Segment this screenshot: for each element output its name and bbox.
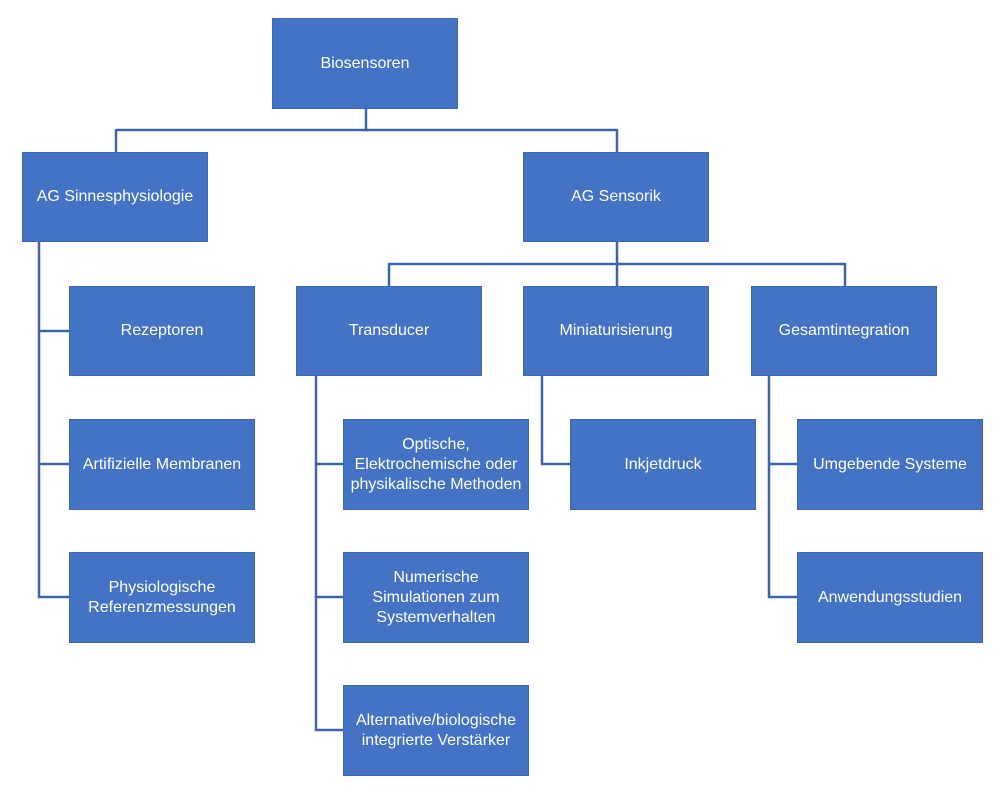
- node-ag-sinnesphysiologie: AG Sinnesphysiologie: [22, 152, 208, 242]
- node-umgebende-systeme: Umgebende Systeme: [797, 419, 983, 510]
- node-optische-methoden: Optische, Elektrochemische oder physikal…: [343, 419, 529, 510]
- node-anwendungsstudien: Anwendungsstudien: [797, 552, 983, 643]
- node-rezeptoren: Rezeptoren: [69, 286, 255, 376]
- node-transducer: Transducer: [296, 286, 482, 376]
- node-ag-sensorik: AG Sensorik: [523, 152, 709, 242]
- node-numerische-simulationen: Numerische Simulationen zum Systemverhal…: [343, 552, 529, 643]
- node-inkjetdruck: Inkjetdruck: [570, 419, 756, 510]
- node-physiologische-referenzmessungen: Physiologische Referenzmessungen: [69, 552, 255, 643]
- node-gesamtintegration: Gesamtintegration: [751, 286, 937, 376]
- node-biosensoren: Biosensoren: [272, 18, 458, 109]
- node-alternative-verstaerker: Alternative/biologische integrierte Vers…: [343, 685, 529, 776]
- node-miniaturisierung: Miniaturisierung: [523, 286, 709, 376]
- node-artifizielle-membranen: Artifizielle Membranen: [69, 419, 255, 510]
